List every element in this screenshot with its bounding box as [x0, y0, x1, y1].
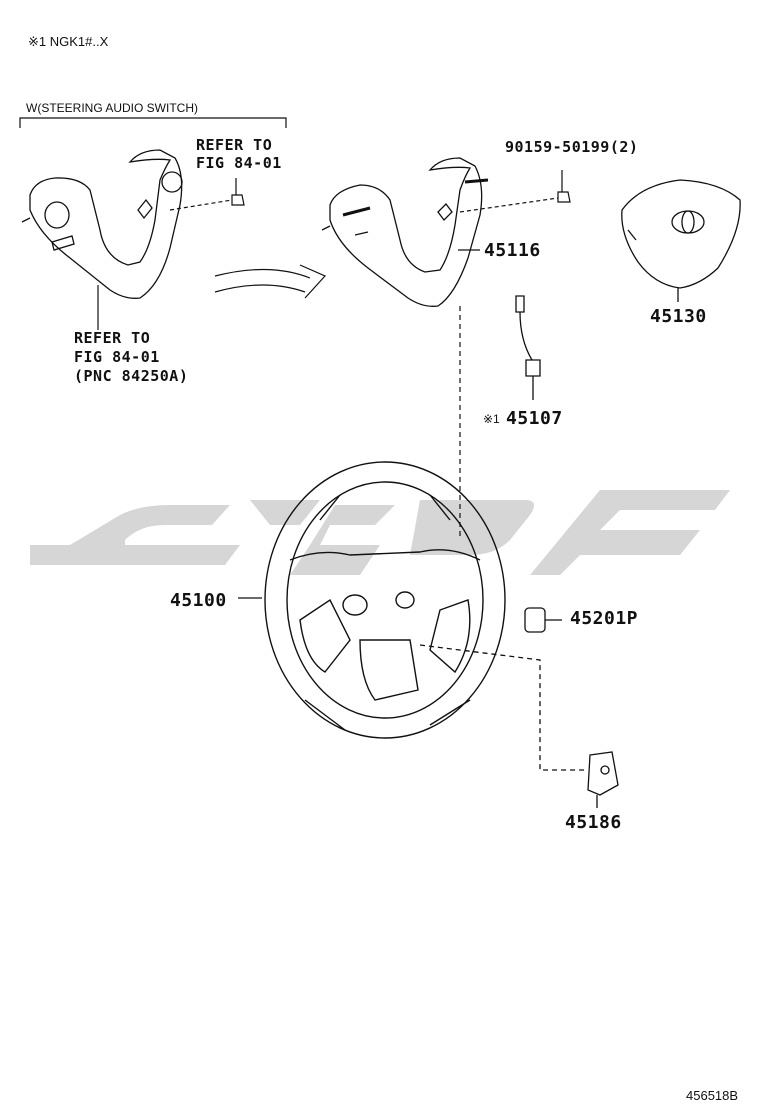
leader-lines — [97, 249, 480, 599]
transition-arrow — [214, 264, 327, 299]
airbag-45130 — [621, 179, 741, 302]
refer-label-2-line1: REFER TO — [74, 329, 151, 347]
header-note: ※1 NGK1#..X — [28, 34, 109, 49]
steering-switch-cover-left — [21, 149, 183, 299]
wire-harness-45107 — [515, 295, 541, 400]
part-number-45130: 45130 — [650, 306, 707, 327]
part-number-45186: 45186 — [565, 812, 622, 833]
steering-switch-cover-45116 — [321, 157, 489, 307]
refer-label-2-line3: (PNC 84250A) — [74, 367, 189, 385]
bracket-45186 — [419, 644, 619, 808]
group-label: W(STEERING AUDIO SWITCH) — [26, 101, 198, 115]
steering-wheel-45100 — [264, 461, 506, 739]
footer-code: 456518B — [686, 1088, 739, 1103]
screw-icon-1 — [169, 178, 245, 211]
part-number-45201P: 45201P — [570, 608, 639, 629]
part-number-45107: 45107 — [506, 408, 563, 429]
note-mark-45107: ※1 — [483, 412, 500, 426]
screw-icon-2 — [459, 170, 571, 213]
watermark-logo — [30, 490, 730, 575]
part-number-45100: 45100 — [170, 590, 227, 611]
part-number-45116: 45116 — [484, 240, 541, 261]
group-bracket — [19, 117, 287, 128]
nut-icon-45201P — [524, 607, 562, 633]
refer-label-1-line2: FIG 84-01 — [196, 154, 282, 172]
refer-label-2-line2: FIG 84-01 — [74, 348, 160, 366]
refer-label-1-line1: REFER TO — [196, 136, 273, 154]
screw-part-number: 90159-50199(2) — [505, 138, 639, 156]
